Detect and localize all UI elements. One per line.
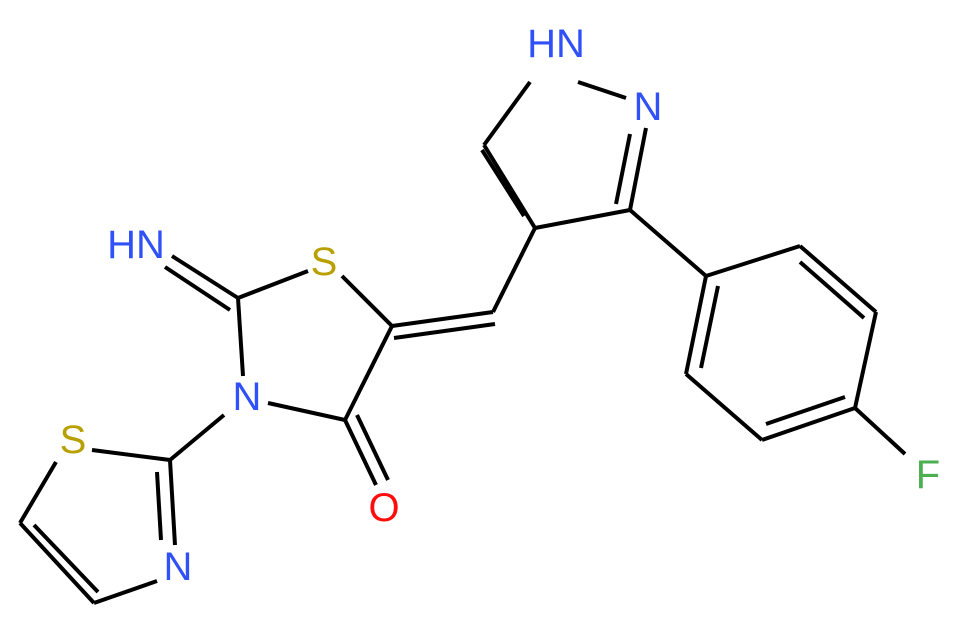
atom-n-thiazolidinone: N — [233, 375, 262, 419]
atom-label-layer: HN N S HN N S N O F — [60, 22, 941, 589]
bond-n-c3 — [628, 127, 648, 211]
bond-n-c3-inner — [614, 133, 632, 205]
bond-s-c5 — [340, 274, 394, 328]
bond-c-f — [853, 406, 907, 456]
bond-thz-c5-c4 — [18, 521, 96, 605]
bond-ph-3 — [853, 311, 878, 409]
bond-ph-6-inner — [699, 285, 720, 369]
bond-nh-ch — [482, 80, 532, 147]
bond-c-o-double — [355, 414, 390, 481]
atom-nh-pyrazole: HN — [527, 22, 585, 66]
atom-s-thiazole: S — [60, 418, 87, 462]
bond-c4-c5 — [343, 325, 394, 421]
bond-pyrazole-phenyl — [628, 208, 708, 278]
atom-nh-imine: HN — [107, 223, 165, 267]
bond-thz-s-c5 — [18, 460, 58, 525]
atom-n-thiazole: N — [164, 545, 193, 589]
bond-thz-s-c2 — [91, 448, 171, 462]
bond-ph-4 — [761, 406, 856, 442]
bond-ph-6 — [684, 275, 708, 375]
bond-layer — [18, 80, 907, 605]
bond-c4-ch-inner — [480, 148, 526, 218]
bond-nh-n — [577, 80, 627, 100]
bond-c-o — [343, 419, 378, 486]
bond-ph-1 — [705, 244, 801, 278]
atom-n-pyrazole: N — [634, 85, 663, 129]
bond-ph-2 — [798, 244, 878, 314]
bond-c4-methine — [491, 227, 537, 313]
atom-o-carbonyl: O — [368, 486, 399, 530]
bond-s-c2 — [237, 269, 309, 300]
bond-thz-c4-n — [93, 579, 158, 605]
bond-c2-nh-double — [163, 265, 232, 312]
bond-c2-nh — [170, 254, 240, 300]
atom-f: F — [916, 453, 940, 497]
bond-ph-4-inner — [765, 395, 846, 426]
bond-n-c4 — [267, 401, 346, 422]
bond-thz-n-c2 — [168, 459, 177, 546]
bond-c3-c4 — [534, 208, 631, 230]
bond-ph-2-inner — [798, 260, 866, 320]
bond-thz-n-c2-inner — [155, 471, 163, 541]
bond-n-thiazolyl — [168, 413, 226, 462]
bond-c2-n — [236, 297, 245, 377]
bond-ph-5 — [684, 372, 764, 442]
atom-s-thiazolidinone: S — [311, 240, 338, 284]
bond-methine-c5 — [391, 310, 494, 328]
bond-methine-c5-double — [393, 322, 496, 340]
bond-thz-c5-c4-inner — [32, 523, 100, 594]
bond-c4-ch — [482, 143, 537, 230]
